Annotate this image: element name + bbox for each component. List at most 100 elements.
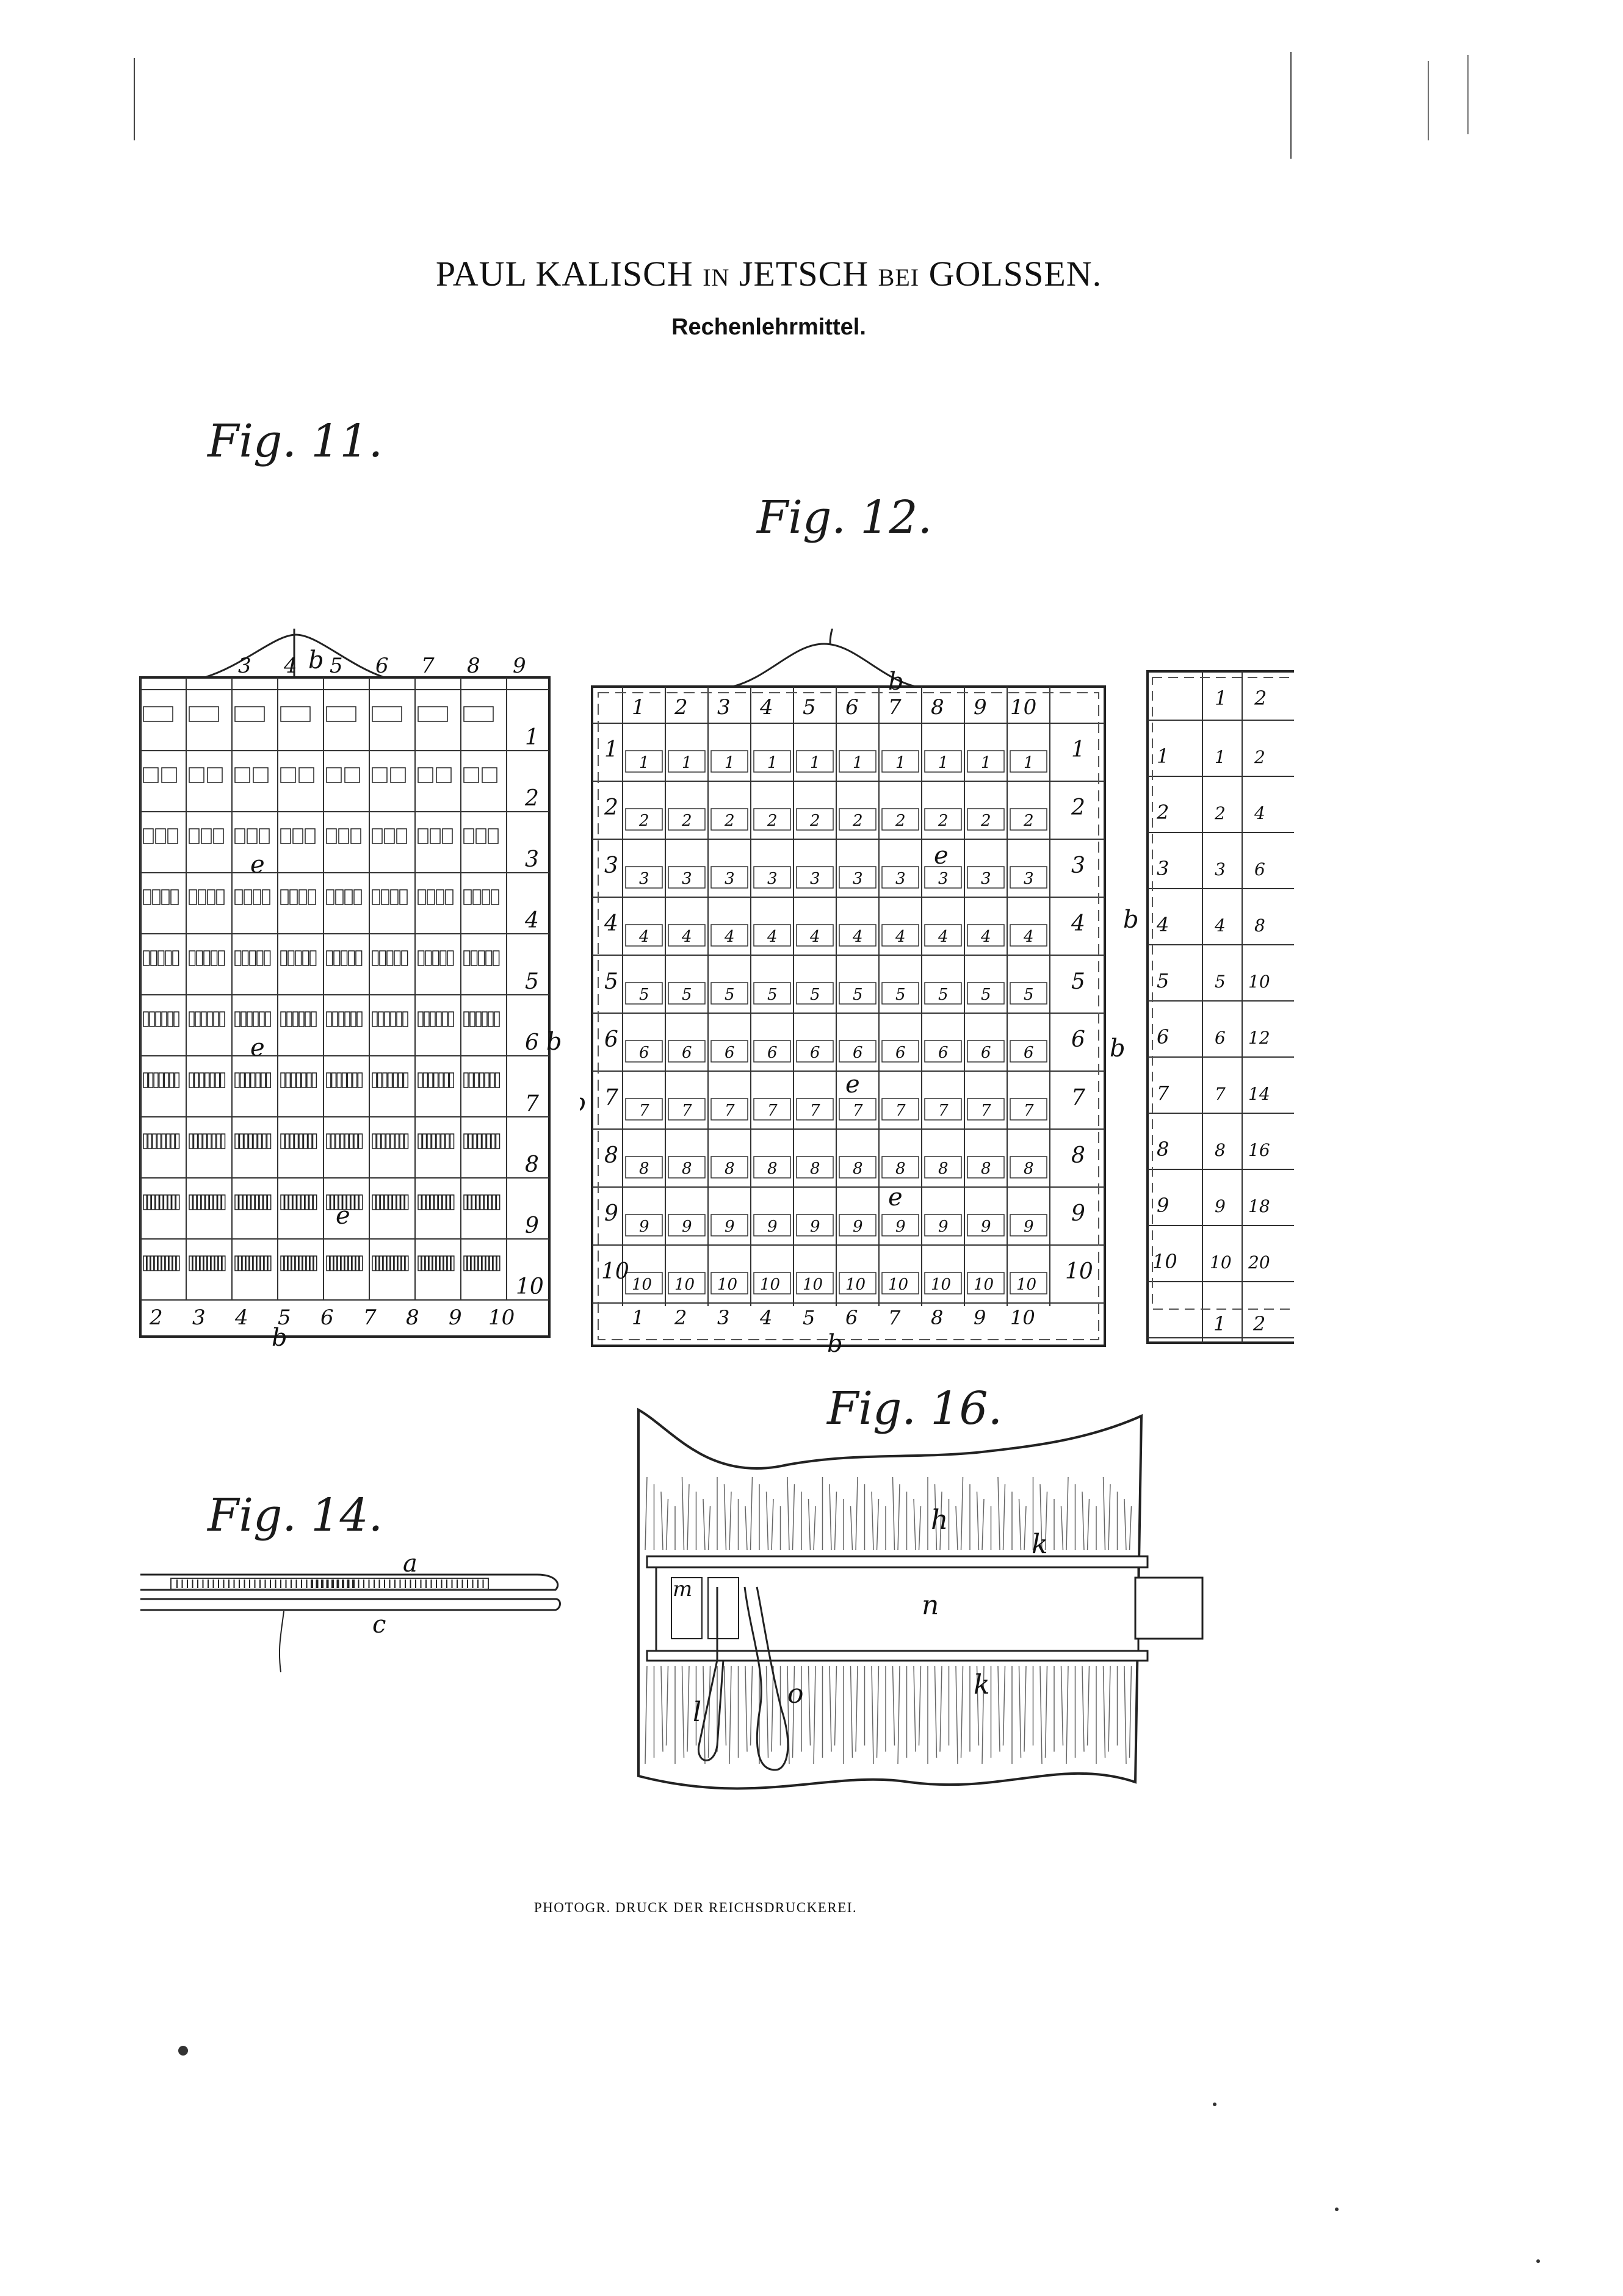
fig12-cell-number: 5 — [639, 986, 649, 1004]
fig12-cell-number: 5 — [895, 986, 906, 1004]
fig16-ref-letter: h — [931, 1504, 948, 1536]
fig12-bottom-number: 4 — [759, 1306, 772, 1329]
fig12-cell-number: 2 — [980, 812, 991, 830]
fig12b-col1-value: 6 — [1215, 1028, 1226, 1048]
fig12b-col1-value: 1 — [1215, 747, 1226, 767]
fig12b-left-number: 6 — [1157, 1025, 1169, 1049]
fig12-cell-number: 8 — [895, 1160, 906, 1178]
fig12-cell-number: 2 — [681, 812, 692, 830]
fig12-frame — [591, 685, 1106, 1347]
fig12-cell-number: 4 — [1023, 928, 1034, 946]
fig12-left-number: 2 — [604, 795, 618, 820]
fig12b-col2-value: 4 — [1254, 803, 1265, 823]
fig12-cell-number: 8 — [938, 1160, 949, 1178]
fig11-right-number: 6 — [525, 1030, 539, 1055]
fig12-left-number: 10 — [601, 1259, 629, 1284]
fig12b-left-number: 9 — [1157, 1194, 1169, 1217]
fig12b-col1-value: 9 — [1215, 1196, 1226, 1216]
fig12-cell-number: 7 — [853, 1102, 863, 1120]
fig11-right-number: 8 — [525, 1152, 539, 1177]
fig12-cell-number: 6 — [639, 1044, 649, 1062]
fig12-ref-letter: b — [580, 1089, 587, 1117]
holder-name: PAUL KALISCH — [435, 254, 693, 294]
fig12-ref-letter: e — [888, 1183, 903, 1211]
fig12-top-number: 7 — [888, 695, 902, 720]
fig16-clip-o — [743, 1586, 789, 1771]
fig12-cell-number: 8 — [810, 1160, 820, 1178]
fig11-ref-letter: b — [308, 646, 324, 674]
fig11-top-number: 5 — [330, 654, 343, 678]
fig16-ref-letter: m — [673, 1577, 692, 1601]
fig12-cell-number: 7 — [981, 1102, 991, 1120]
fig14-label: Fig. 14. — [208, 1489, 383, 1542]
fig12-cell-number: 6 — [853, 1044, 863, 1062]
fig12-bottom-number: 7 — [888, 1306, 901, 1329]
fig16-ref-letter: o — [787, 1678, 804, 1709]
fig12-label: Fig. 12. — [757, 491, 933, 544]
fig12-cell-number: 4 — [980, 928, 991, 946]
fig12-cell-number: 7 — [895, 1102, 906, 1120]
fig12b-left-number: 8 — [1157, 1138, 1169, 1161]
fig12-top-number: 2 — [674, 695, 688, 720]
fig12-cell-number: 2 — [638, 812, 649, 830]
fig12-cell-number: 8 — [767, 1160, 778, 1178]
fig12-cell-number: 3 — [938, 870, 949, 888]
fig12b-col1-value: 2 — [1214, 803, 1226, 823]
fig12-right-number: 4 — [1071, 911, 1085, 936]
fig12-cell-number: 6 — [1024, 1044, 1034, 1062]
fig12-cell-number: 5 — [767, 986, 778, 1004]
fig12b-left-number: 7 — [1157, 1081, 1169, 1105]
fig12-cell-number: 5 — [810, 986, 820, 1004]
fig16-pocket — [655, 1566, 1140, 1652]
fig12-cell-number: 3 — [810, 870, 820, 888]
fig12-cell-number: 10 — [931, 1276, 951, 1294]
fig12b-left-number: 1 — [1157, 745, 1169, 768]
fig12b-col2-value: 14 — [1248, 1084, 1270, 1104]
fig12-cell-number: 4 — [638, 928, 649, 946]
fig12-cell-number: 8 — [981, 1160, 991, 1178]
fig16-rail-top — [646, 1555, 1149, 1569]
holder-region: GOLSSEN. — [928, 254, 1102, 294]
fig12-cell-number: 1 — [981, 754, 991, 772]
fig12-cell-number: 6 — [895, 1044, 906, 1062]
fig12-right-number: 10 — [1065, 1259, 1093, 1284]
fig12-cell-number: 10 — [1016, 1276, 1036, 1294]
fig12-cell-number: 1 — [853, 754, 863, 772]
fig12-bottom-number: 9 — [974, 1306, 986, 1329]
fig12-cell-number: 7 — [767, 1102, 778, 1120]
fig12b-col2-value: 10 — [1248, 972, 1270, 992]
fig11-right-number: 1 — [525, 725, 539, 750]
fig12b-col2-value: 2 — [1254, 747, 1265, 767]
fig12-cell-number: 10 — [717, 1276, 737, 1294]
fig16-ref-letter: l — [693, 1697, 701, 1728]
fig12-cell-number: 7 — [682, 1102, 692, 1120]
fig12-cell-number: 1 — [895, 754, 906, 772]
fig11-right-number: 4 — [524, 908, 539, 933]
fig12-top-number: 8 — [931, 695, 944, 720]
fig12b-left-number: 3 — [1157, 857, 1169, 880]
fig12-cell-number: 5 — [938, 986, 949, 1004]
fig11-ref-letter: e — [250, 1034, 265, 1062]
fig14-bead-ticks — [176, 1579, 484, 1588]
fig12b-top-number: 1 — [1215, 687, 1227, 710]
fig11-right-number: 5 — [525, 969, 539, 994]
fig12-right-number: 3 — [1071, 853, 1085, 878]
fig12b-col2-value: 18 — [1248, 1196, 1270, 1216]
fig12b-col2-value: 16 — [1248, 1140, 1270, 1160]
fig12-cell-number: 4 — [809, 928, 820, 946]
fig12-cell-number: 8 — [725, 1160, 735, 1178]
fig12-cell-number: 7 — [725, 1102, 735, 1120]
fig11-right-number: 10 — [516, 1274, 544, 1299]
connector-in: IN — [703, 264, 730, 291]
fig12b-left-number: 5 — [1157, 969, 1169, 992]
fig12b-ref-letter: b — [1123, 906, 1139, 934]
fig12-cell-number: 1 — [810, 754, 820, 772]
fig12-bottom-number: 2 — [674, 1306, 687, 1329]
fig12b-col1-value: 8 — [1215, 1140, 1226, 1160]
fig12-top-number: 1 — [632, 695, 645, 720]
fig12-left-number: 4 — [604, 911, 618, 936]
fig12-bottom-number: 6 — [845, 1306, 858, 1329]
fig12-cell-number: 4 — [938, 928, 949, 946]
